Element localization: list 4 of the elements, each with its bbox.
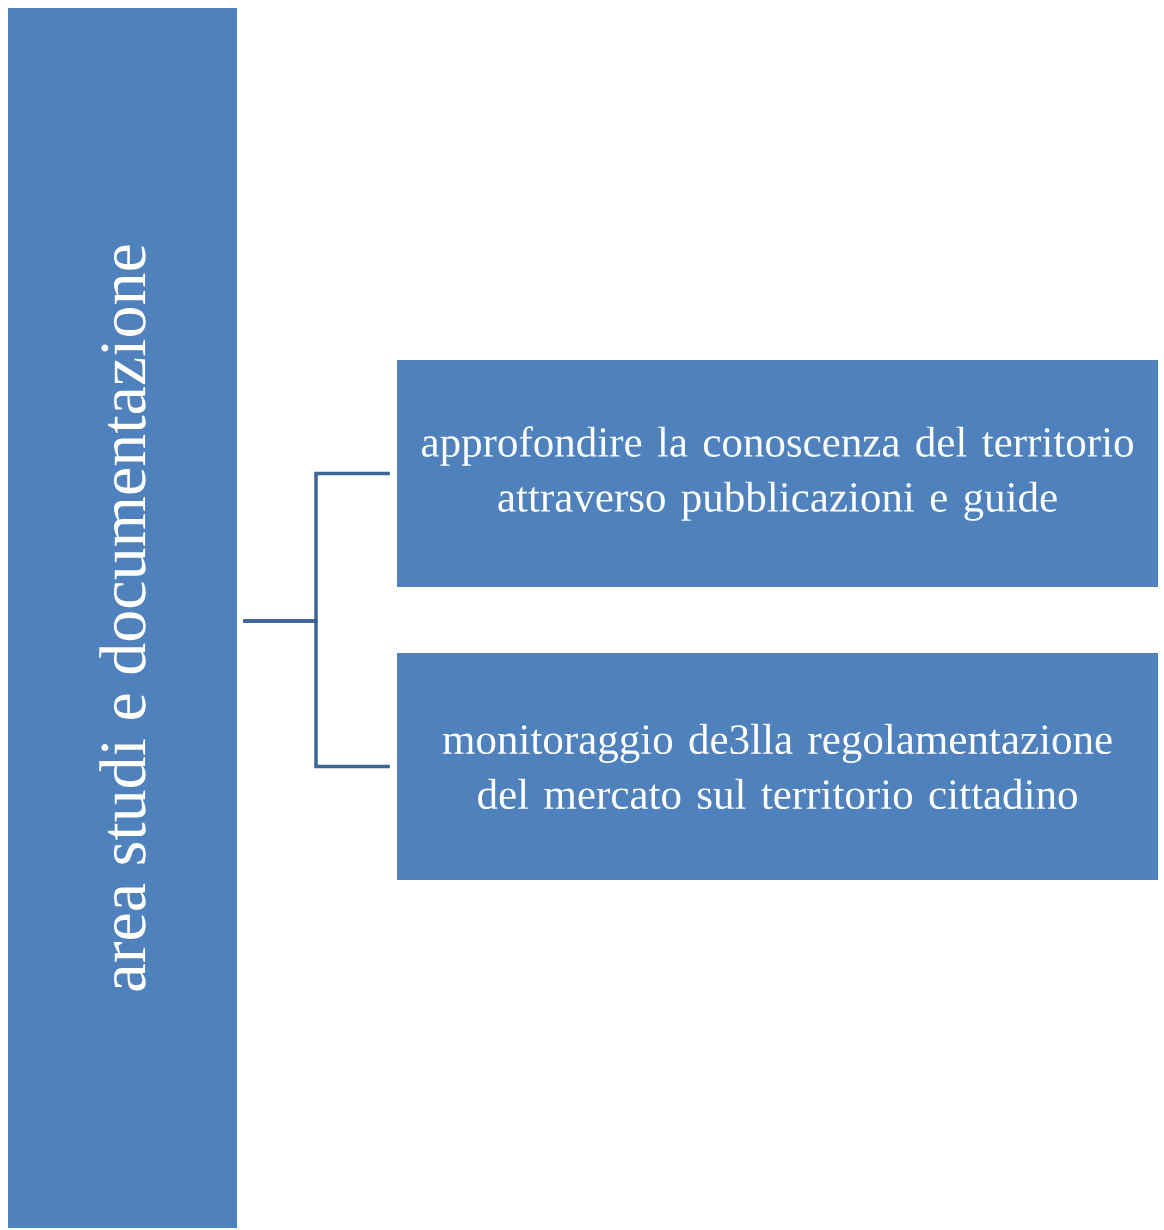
task-box: approfondire la conoscenza del territorio attraverso pubblicazioni e guide	[397, 360, 1158, 587]
task-box: monitoraggio de3lla regolamentazione del mercato sul territorio cittadino	[397, 653, 1158, 880]
connector	[243, 619, 390, 769]
area-box: area studi e documentazione	[8, 8, 237, 1228]
